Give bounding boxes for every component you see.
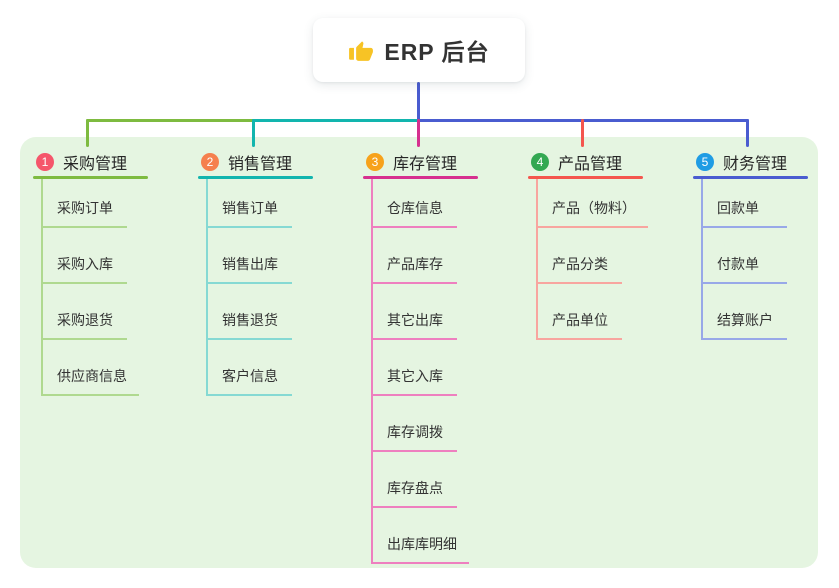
connector-drop-line [252, 119, 255, 147]
node-item[interactable]: 客户信息 [206, 340, 292, 396]
branch-title: 财务管理 [723, 156, 788, 173]
branch-purchase-header[interactable]: 1 采购管理 [33, 148, 127, 176]
node-item[interactable]: 产品库存 [371, 228, 457, 284]
branch-number-badge: 4 [531, 153, 549, 171]
thumbs-up-icon [348, 37, 374, 63]
node-item[interactable]: 其它出库 [371, 284, 457, 340]
node-item[interactable]: 采购入库 [41, 228, 127, 284]
branch-trunk-line [371, 179, 373, 564]
branch-title: 销售管理 [228, 156, 293, 173]
connector-drop-line [86, 119, 89, 147]
connector-drop-line [746, 119, 749, 147]
branch-trunk-line [701, 179, 703, 340]
branch-title: 采购管理 [63, 156, 128, 173]
root-stem-line [417, 82, 420, 122]
branches-panel [20, 137, 818, 568]
node-item[interactable]: 销售订单 [206, 172, 292, 228]
node-item[interactable]: 仓库信息 [371, 172, 457, 228]
branch-underline [198, 176, 313, 179]
connector-drop-line [581, 119, 584, 147]
node-item[interactable]: 库存盘点 [371, 452, 457, 508]
branch-number-badge: 5 [696, 153, 714, 171]
node-item[interactable]: 产品（物料） [536, 172, 648, 228]
branch-product-header[interactable]: 4 产品管理 [528, 148, 622, 176]
node-item[interactable]: 付款单 [701, 228, 787, 284]
node-item[interactable]: 结算账户 [701, 284, 787, 340]
node-item[interactable]: 产品分类 [536, 228, 622, 284]
node-item[interactable]: 采购退货 [41, 284, 127, 340]
branch-items: 产品（物料） 产品分类 产品单位 [536, 172, 648, 340]
connector-bus-segment [86, 119, 255, 122]
branch-trunk-line [206, 179, 208, 396]
node-item[interactable]: 回款单 [701, 172, 787, 228]
branch-inventory-header[interactable]: 3 库存管理 [363, 148, 457, 176]
branch-underline [528, 176, 643, 179]
branch-items: 采购订单 采购入库 采购退货 供应商信息 [41, 172, 139, 396]
node-item[interactable]: 销售出库 [206, 228, 292, 284]
branch-title: 库存管理 [393, 156, 458, 173]
node-item[interactable]: 销售退货 [206, 284, 292, 340]
node-item[interactable]: 出库库明细 [371, 508, 469, 564]
root-node[interactable]: ERP 后台 [313, 18, 525, 82]
branch-trunk-line [41, 179, 43, 396]
branch-items: 仓库信息 产品库存 其它出库 其它入库 库存调拨 库存盘点 出库库明细 [371, 172, 469, 564]
node-item[interactable]: 采购订单 [41, 172, 127, 228]
connector-bus-segment [252, 119, 421, 122]
branch-finance-header[interactable]: 5 财务管理 [693, 148, 787, 176]
branch-items: 回款单 付款单 结算账户 [701, 172, 787, 340]
branch-number-badge: 1 [36, 153, 54, 171]
branch-sales-header[interactable]: 2 销售管理 [198, 148, 292, 176]
branch-underline [693, 176, 808, 179]
root-node-label: ERP 后台 [384, 39, 490, 65]
node-item[interactable]: 供应商信息 [41, 340, 139, 396]
node-item[interactable]: 产品单位 [536, 284, 622, 340]
branch-underline [33, 176, 148, 179]
branch-items: 销售订单 销售出库 销售退货 客户信息 [206, 172, 292, 396]
connector-drop-line [417, 119, 420, 147]
branch-trunk-line [536, 179, 538, 340]
branch-underline [363, 176, 478, 179]
branch-number-badge: 2 [201, 153, 219, 171]
branch-number-badge: 3 [366, 153, 384, 171]
branch-title: 产品管理 [558, 156, 623, 173]
node-item[interactable]: 库存调拨 [371, 396, 457, 452]
node-item[interactable]: 其它入库 [371, 340, 457, 396]
